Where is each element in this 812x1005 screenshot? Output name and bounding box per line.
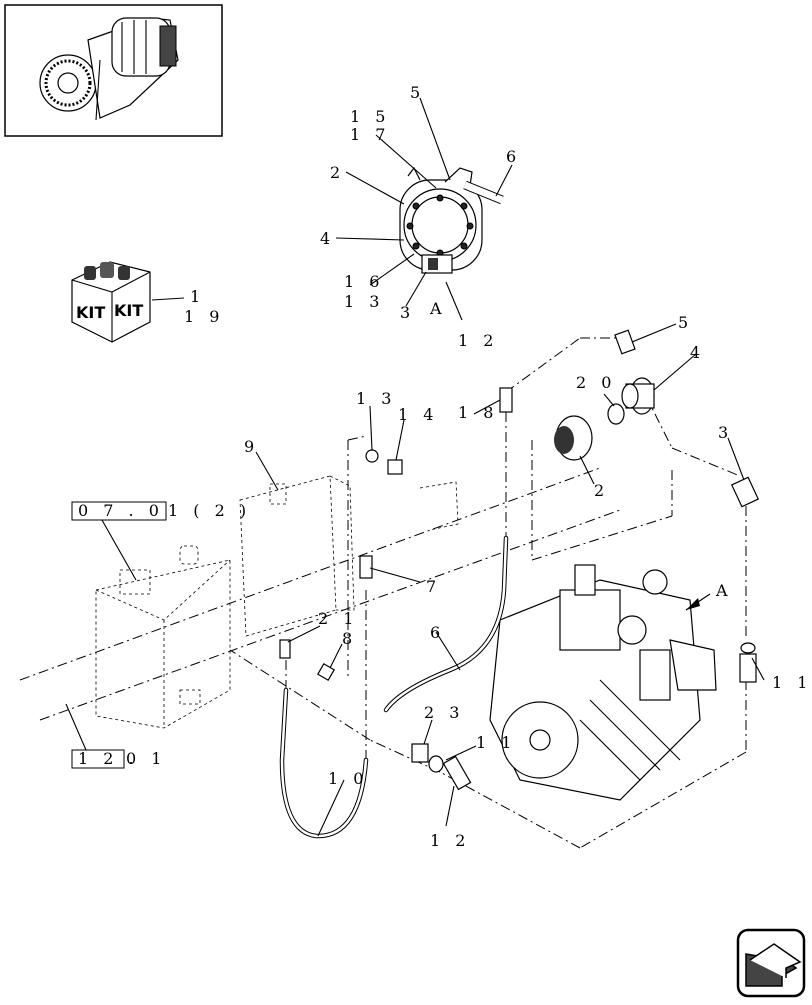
main-leader-lines bbox=[255, 323, 765, 837]
label-13: 1 3 bbox=[356, 389, 396, 408]
label-kit-1: 1 bbox=[190, 287, 205, 306]
ref-0701-tail-text: 1 ( 2 ) bbox=[168, 501, 251, 520]
label-top-17: 1 7 bbox=[350, 125, 390, 144]
inset-thumbnail bbox=[4, 4, 223, 137]
hose-10 bbox=[279, 687, 369, 839]
label-9: 9 bbox=[244, 437, 259, 456]
label-4: 4 bbox=[690, 343, 705, 362]
label-top-15: 1 5 bbox=[350, 107, 390, 126]
label-23: 2 3 bbox=[424, 703, 464, 722]
engine-assembly bbox=[489, 564, 717, 801]
label-top-2: 2 bbox=[330, 163, 345, 182]
tube-12 bbox=[442, 755, 472, 791]
label-7: 7 bbox=[426, 577, 441, 596]
label-3: 3 bbox=[718, 423, 733, 442]
label-top-12: 1 2 bbox=[458, 331, 498, 350]
kit-label-left: KIT bbox=[76, 303, 105, 322]
label-18: 1 8 bbox=[458, 403, 498, 422]
label-14: 1 4 bbox=[398, 405, 438, 424]
clutch-coil-4 bbox=[621, 377, 655, 415]
top-leader-lines bbox=[335, 97, 513, 321]
fitting-5 bbox=[614, 329, 636, 355]
fitting-3 bbox=[730, 476, 760, 508]
label-top-16: 1 6 bbox=[344, 272, 384, 291]
ref-0701-box-text: 0 7 . 0 bbox=[78, 501, 164, 520]
fitting-7 bbox=[359, 555, 373, 579]
compressor-gear-inset-image bbox=[39, 17, 179, 121]
label-8: 8 bbox=[342, 629, 357, 648]
label-top-6: 6 bbox=[506, 147, 521, 166]
washer-13 bbox=[365, 449, 379, 463]
label-10: 1 0 bbox=[328, 769, 368, 788]
fitting-23 bbox=[411, 743, 429, 763]
next-page-arrow-icon[interactable] bbox=[736, 928, 806, 998]
reference-07-01[interactable]: 0 7 . 0 1 ( 2 ) bbox=[71, 501, 251, 581]
hose-6 bbox=[383, 535, 509, 713]
label-top-A: A bbox=[429, 299, 447, 318]
label-21: 2 1 bbox=[318, 609, 358, 628]
label-kit-19: 1 9 bbox=[184, 307, 224, 326]
label-11-right: 1 1 bbox=[772, 673, 812, 692]
label-12: 1 2 bbox=[430, 831, 470, 850]
fitting-18 bbox=[499, 387, 513, 413]
label-top-3: 3 bbox=[400, 303, 415, 322]
o-ring-20 bbox=[607, 403, 625, 425]
fitting-21 bbox=[279, 639, 291, 659]
reference-12-01[interactable]: 1 2 . 0 1 bbox=[65, 703, 166, 769]
label-6: 6 bbox=[430, 623, 445, 642]
tank-and-valve-block bbox=[95, 475, 459, 729]
tube-11-right bbox=[739, 642, 757, 683]
kit-label-right: KIT bbox=[114, 301, 143, 320]
ref-1201-tail-text: 0 1 bbox=[126, 749, 166, 768]
label-5: 5 bbox=[678, 313, 693, 332]
label-11-bottom: 1 1 bbox=[476, 733, 516, 752]
pulley-2 bbox=[554, 415, 593, 461]
label-top-4: 4 bbox=[320, 229, 335, 248]
label-A: A bbox=[715, 581, 733, 600]
compressor-top-view bbox=[399, 166, 504, 274]
label-top-5: 5 bbox=[410, 83, 425, 102]
o-ring-11 bbox=[428, 755, 444, 773]
nut-14 bbox=[387, 459, 403, 475]
kit-box-icon: KIT KIT bbox=[71, 261, 151, 343]
fitting-8 bbox=[316, 662, 336, 682]
label-top-13: 1 3 bbox=[344, 292, 384, 311]
ref-1201-box-text: 1 2 . bbox=[78, 749, 139, 768]
label-20: 2 0 bbox=[576, 373, 616, 392]
label-2: 2 bbox=[594, 481, 609, 500]
